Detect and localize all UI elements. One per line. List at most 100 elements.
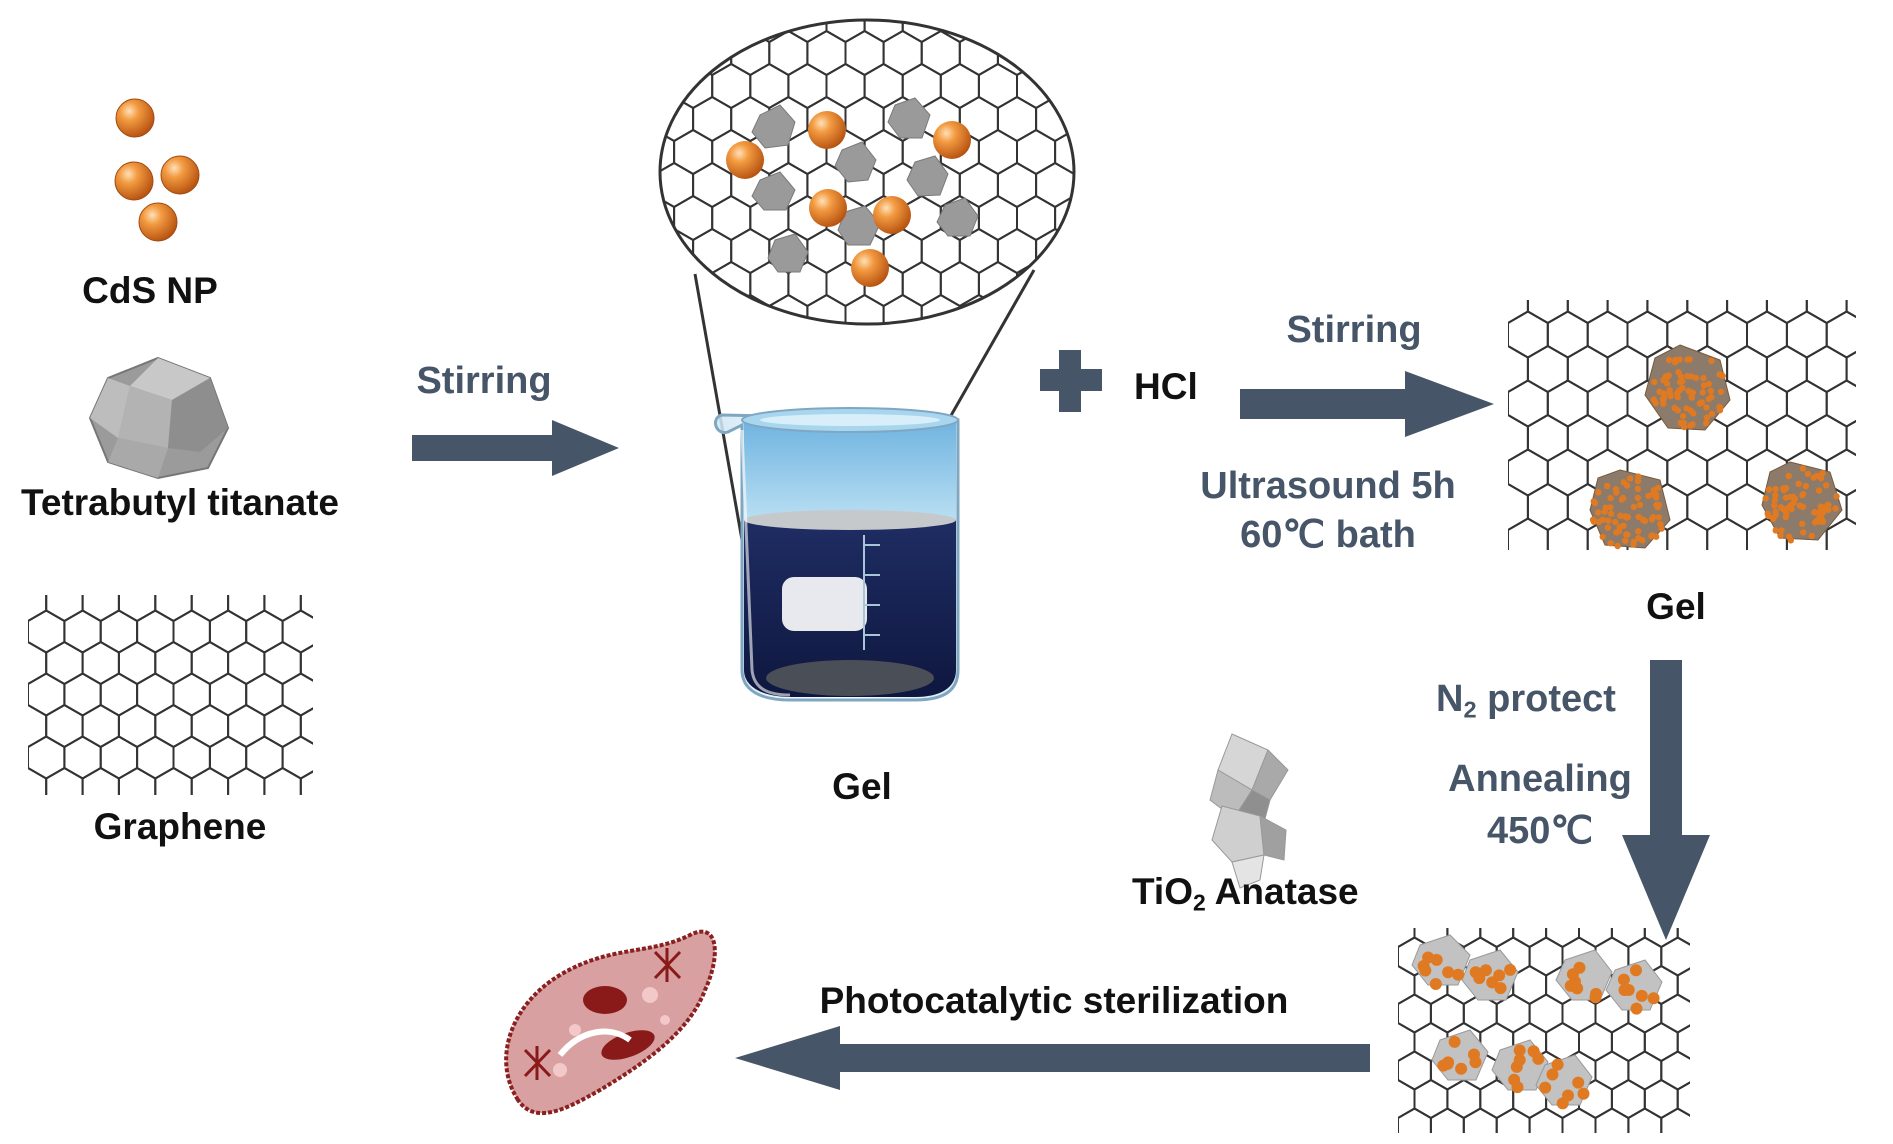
cds-dot (1648, 532, 1655, 539)
cds-dot (1649, 514, 1657, 521)
cds-dot (1810, 474, 1817, 481)
hexagon-cell (1825, 517, 1856, 550)
hexagon-cell (154, 766, 193, 795)
hexagon-cell (1845, 488, 1856, 526)
hexagon-cell (617, 295, 655, 339)
hexagon-cell (1017, 328, 1055, 372)
cds-dot (1539, 1081, 1552, 1094)
cds-dot (1819, 470, 1826, 477)
hexagon-cell (865, 328, 903, 372)
hexagon-cell (0, 768, 10, 810)
cds-dot (1674, 407, 1682, 414)
cds-dot (1791, 495, 1799, 502)
sterilization-label: Photocatalytic sterilization (819, 980, 1289, 1021)
cds-dot (1716, 407, 1724, 414)
cds-dot (1787, 502, 1794, 509)
stirring-label-1: Stirring (416, 360, 552, 402)
hexagon-cell (730, 293, 771, 324)
hexagon-cell (1676, 967, 1690, 1003)
cds-dot (1676, 356, 1683, 363)
hexagon-cell (1495, 1107, 1531, 1133)
cds-dot (1508, 1073, 1521, 1086)
cds-dot (1442, 966, 1455, 979)
hexagon-cell (1073, 161, 1074, 209)
cds-dot (1556, 1097, 1569, 1110)
cds-dot (1674, 394, 1681, 401)
cds-dot (1680, 423, 1688, 431)
cds-dot (1651, 378, 1658, 386)
cds-dot (1654, 484, 1662, 492)
cds-dot (1650, 396, 1658, 403)
microbe-icon (504, 929, 717, 1116)
cds-dot (1594, 509, 1602, 516)
cds-dot (1696, 400, 1704, 407)
cds-dot (1605, 517, 1612, 524)
hexagon-cell (1867, 450, 1893, 496)
hexagon-cell (660, 20, 676, 44)
cds-dot (1764, 510, 1771, 517)
cds-dot (1653, 494, 1660, 501)
hexagon-cell (190, 766, 230, 795)
hexagon-cell (1054, 20, 1074, 44)
cds-dot (1419, 964, 1432, 977)
hexagon-cell (227, 766, 266, 795)
hexagon-cell (673, 20, 714, 44)
graphene-label: Graphene (93, 806, 267, 847)
hexagon-cell (712, 328, 750, 372)
cds-dot (1479, 964, 1492, 977)
cds-dot (1635, 989, 1648, 1002)
cds-dot (1778, 527, 1785, 534)
hexagon-cell (0, 705, 10, 747)
cds-dot (1617, 973, 1630, 986)
hexagon-cell (977, 20, 1018, 44)
cds-particles-in-bubble (726, 111, 971, 287)
hexagon-cell (1448, 277, 1488, 323)
cds-dot (1799, 520, 1806, 527)
cds-dot (1494, 982, 1507, 995)
cds-dot (1630, 503, 1638, 510)
cds-dot (1679, 412, 1687, 420)
cds-dot (1634, 477, 1642, 485)
graphene-sheet-icon (0, 595, 355, 810)
cds-dot (1634, 485, 1642, 493)
cds-dot (1765, 486, 1773, 493)
hexagon-cell (1073, 293, 1074, 324)
cds-dot (1702, 419, 1710, 427)
hexagon-cell (0, 642, 10, 684)
hexagon-cell (1448, 346, 1488, 392)
cds-dot (1635, 513, 1642, 521)
n2-protect-label: N2 protect (1436, 678, 1616, 723)
hexagon-cell (617, 97, 655, 141)
cds-dot (1622, 537, 1629, 544)
cds-dot (1452, 968, 1465, 981)
cds-dot (1700, 382, 1708, 389)
hexagon-cell (117, 766, 157, 795)
cds-dot (1689, 421, 1696, 428)
hexagon-cell (1694, 938, 1727, 976)
cds-dot (1808, 532, 1815, 540)
cds-dot (1666, 390, 1674, 397)
cds-dot (1782, 513, 1790, 521)
cds-dot (1676, 387, 1683, 394)
cds-dot (1635, 528, 1642, 535)
cds-dot (1663, 380, 1671, 387)
hexagon-cell (1054, 128, 1074, 176)
cds-dot (1626, 475, 1634, 482)
cds-dot (1822, 482, 1830, 489)
annealing-arrow (1622, 660, 1710, 940)
cds-dot (1603, 482, 1611, 490)
cds-dot (1815, 487, 1823, 494)
hexagon-cell (617, 163, 655, 207)
cds-dot (1780, 485, 1787, 492)
hexagon-cell (28, 745, 29, 770)
cds-dot (1800, 529, 1807, 536)
cds-dot (1607, 510, 1615, 517)
hexagon-cell (319, 611, 355, 653)
cds-dot (1620, 522, 1627, 529)
hexagon-cell (1054, 194, 1074, 242)
hexagon-cell (903, 328, 941, 372)
cds-dot (1771, 497, 1779, 504)
cds-dot (1604, 524, 1612, 531)
cds-dot (1772, 485, 1779, 493)
cds-dot (1799, 503, 1807, 510)
